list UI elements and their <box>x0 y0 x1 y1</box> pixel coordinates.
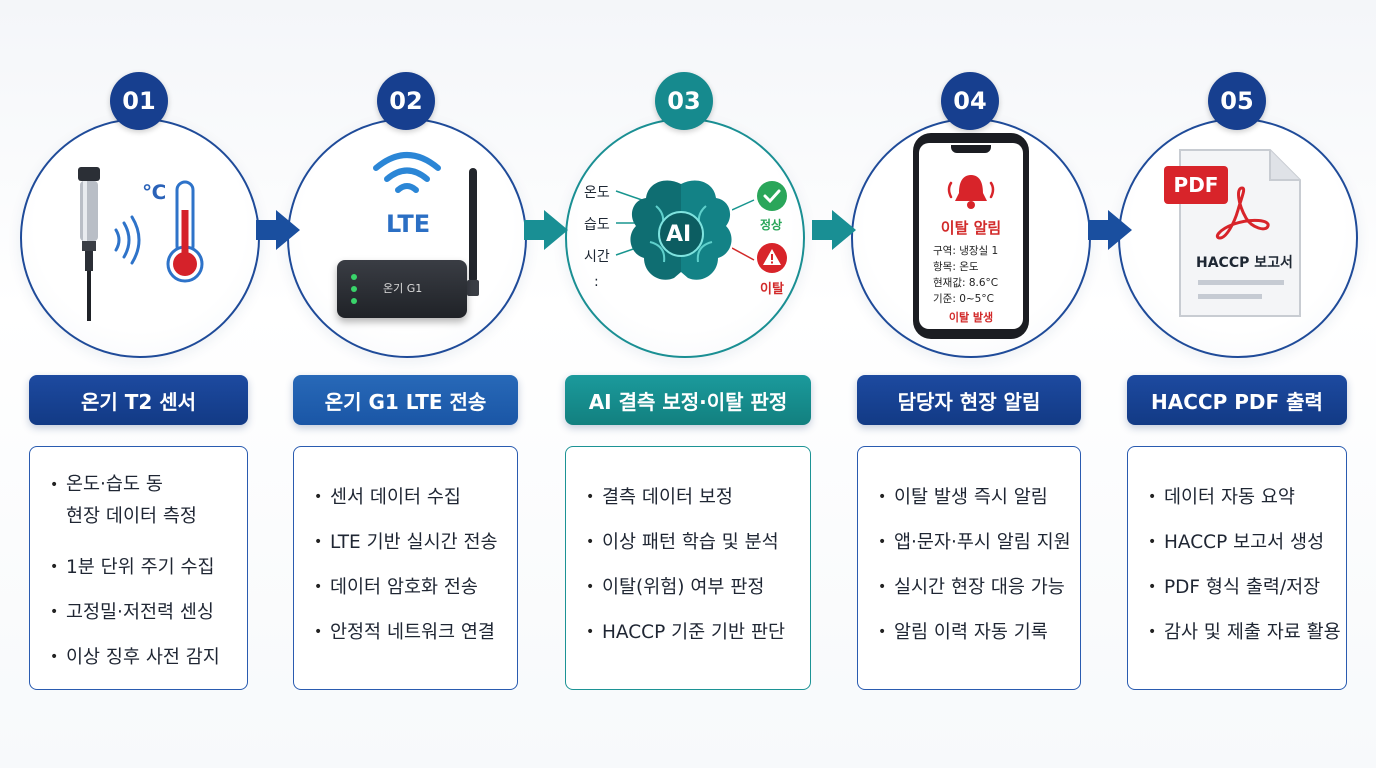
smartphone-alert: 이탈 알림 구역: 냉장실 1 항목: 온도 현재값: 8.6°C 기준: 0~… <box>913 133 1029 339</box>
arrow-right-icon <box>524 210 568 250</box>
step-3-bullet-list: 결측 데이터 보정 이상 패턴 학습 및 분석 이탈(위험) 여부 판정 HAC… <box>586 475 810 655</box>
list-item: PDF 형식 출력/저장 <box>1148 565 1346 610</box>
normal-label: 정상 <box>760 218 783 232</box>
step-5-number-badge: 05 <box>1208 72 1266 130</box>
thermometer-icon <box>166 180 204 283</box>
ai-input-humidity: 습도 <box>584 217 610 233</box>
phone-notch <box>951 145 991 153</box>
phone-alert-status: 이탈 발생 <box>948 311 994 324</box>
step-4-bullet-list: 이탈 발생 즉시 알림 앱·문자·푸시 알림 지원 실시간 현장 대응 가능 알… <box>878 475 1080 655</box>
step-1-bullet-list: 온도·습도 동 현장 데이터 측정 1분 단위 주기 수집 고정밀·저전력 센싱… <box>50 469 247 680</box>
step-4-title: 담당자 현장 알림 <box>857 375 1081 425</box>
wifi-signal-icon <box>373 152 441 193</box>
list-item: 데이터 암호화 전송 <box>314 565 517 610</box>
list-item: 1분 단위 주기 수집 <box>50 545 247 590</box>
arrow-right-icon <box>812 210 856 250</box>
step-3-title: AI 결측 보정·이탈 판정 <box>565 375 811 425</box>
lte-label: LTE <box>386 210 431 238</box>
phone-alert-title: 이탈 알림 <box>940 219 1002 237</box>
step-2-details: 센서 데이터 수집 LTE 기반 실시간 전송 데이터 암호화 전송 안정적 네… <box>293 446 518 690</box>
step-3-number-badge: 03 <box>655 72 713 130</box>
list-item: 알림 이력 자동 기록 <box>878 610 1080 655</box>
list-item: 감사 및 제출 자료 활용 <box>1148 610 1346 655</box>
document-title: HACCP 보고서 <box>1196 255 1293 271</box>
list-item: 이탈 발생 즉시 알림 <box>878 475 1080 520</box>
led-indicator-icon <box>351 298 357 304</box>
step-5-details: 데이터 자동 요약 HACCP 보고서 생성 PDF 형식 출력/저장 감사 및… <box>1127 446 1347 690</box>
list-item: 결측 데이터 보정 <box>586 475 810 520</box>
phone-line-current-value: 현재값: 8.6°C <box>933 277 999 289</box>
list-item: 앱·문자·푸시 알림 지원 <box>878 520 1080 565</box>
list-item-text: 현장 데이터 측정 <box>66 506 197 527</box>
step-4-number-badge: 04 <box>941 72 999 130</box>
list-item: 센서 데이터 수집 <box>314 475 517 520</box>
list-item: 이탈(위험) 여부 판정 <box>586 565 810 610</box>
warning-alert-icon <box>757 243 787 273</box>
arrow-right-icon <box>256 210 300 250</box>
led-indicator-icon <box>351 274 357 280</box>
step-4-details: 이탈 발생 즉시 알림 앱·문자·푸시 알림 지원 실시간 현장 대응 가능 알… <box>857 446 1081 690</box>
step-1-details: 온도·습도 동 현장 데이터 측정 1분 단위 주기 수집 고정밀·저전력 센싱… <box>29 446 248 690</box>
ai-input-more: : <box>594 274 599 290</box>
list-item: 안정적 네트워크 연결 <box>314 610 517 655</box>
step-2-bullet-list: 센서 데이터 수집 LTE 기반 실시간 전송 데이터 암호화 전송 안정적 네… <box>314 475 517 655</box>
sensor-probe-icon <box>78 167 100 321</box>
list-item: 온도·습도 동 현장 데이터 측정 <box>50 469 247 533</box>
list-item: HACCP 기준 기반 판단 <box>586 610 810 655</box>
list-item: LTE 기반 실시간 전송 <box>314 520 517 565</box>
ai-brain-icon <box>630 180 732 280</box>
ai-input-time: 시간 <box>584 249 610 265</box>
step-1-title: 온기 T2 센서 <box>29 375 248 425</box>
celsius-symbol: ℃ <box>142 180 167 204</box>
phone-line-item: 항목: 온도 <box>933 261 979 273</box>
ai-label: AI <box>666 222 692 247</box>
list-item: HACCP 보고서 생성 <box>1148 520 1346 565</box>
arrow-right-icon <box>1088 210 1132 250</box>
deviation-label: 이탈 <box>760 282 784 297</box>
alarm-bell-icon <box>947 175 995 209</box>
phone-screen: 이탈 알림 구역: 냉장실 1 항목: 온도 현재값: 8.6°C 기준: 0~… <box>919 143 1023 329</box>
list-item: 고정밀·저전력 센싱 <box>50 590 247 635</box>
list-item: 이상 패턴 학습 및 분석 <box>586 520 810 565</box>
output-connector-lines <box>732 199 755 261</box>
list-item: 데이터 자동 요약 <box>1148 475 1346 520</box>
phone-line-zone: 구역: 냉장실 1 <box>933 245 999 257</box>
normal-check-icon <box>757 181 787 211</box>
step-1-number-badge: 01 <box>110 72 168 130</box>
ai-input-temperature: 온도 <box>584 185 610 201</box>
step-3-details: 결측 데이터 보정 이상 패턴 학습 및 분석 이탈(위험) 여부 판정 HAC… <box>565 446 811 690</box>
list-item-text: 온도·습도 동 <box>66 474 163 495</box>
step-2-title: 온기 G1 LTE 전송 <box>293 375 518 425</box>
phone-line-standard: 기준: 0~5°C <box>933 293 994 305</box>
wireless-signal-icon <box>114 215 141 265</box>
step-2-number-badge: 02 <box>377 72 435 130</box>
pdf-tag-label: PDF <box>1173 173 1219 197</box>
list-item: 실시간 현장 대응 가능 <box>878 565 1080 610</box>
led-indicator-icon <box>351 286 357 292</box>
router-antenna-icon <box>467 168 479 296</box>
acrobat-logo-icon <box>1215 186 1270 240</box>
router-device-label: 온기 G1 <box>383 282 423 295</box>
list-item: 이상 징후 사전 감지 <box>50 635 247 680</box>
lte-router-device: 온기 G1 <box>337 260 467 318</box>
step-5-bullet-list: 데이터 자동 요약 HACCP 보고서 생성 PDF 형식 출력/저장 감사 및… <box>1148 475 1346 655</box>
pdf-tag: PDF <box>1164 166 1228 204</box>
step-5-title: HACCP PDF 출력 <box>1127 375 1347 425</box>
